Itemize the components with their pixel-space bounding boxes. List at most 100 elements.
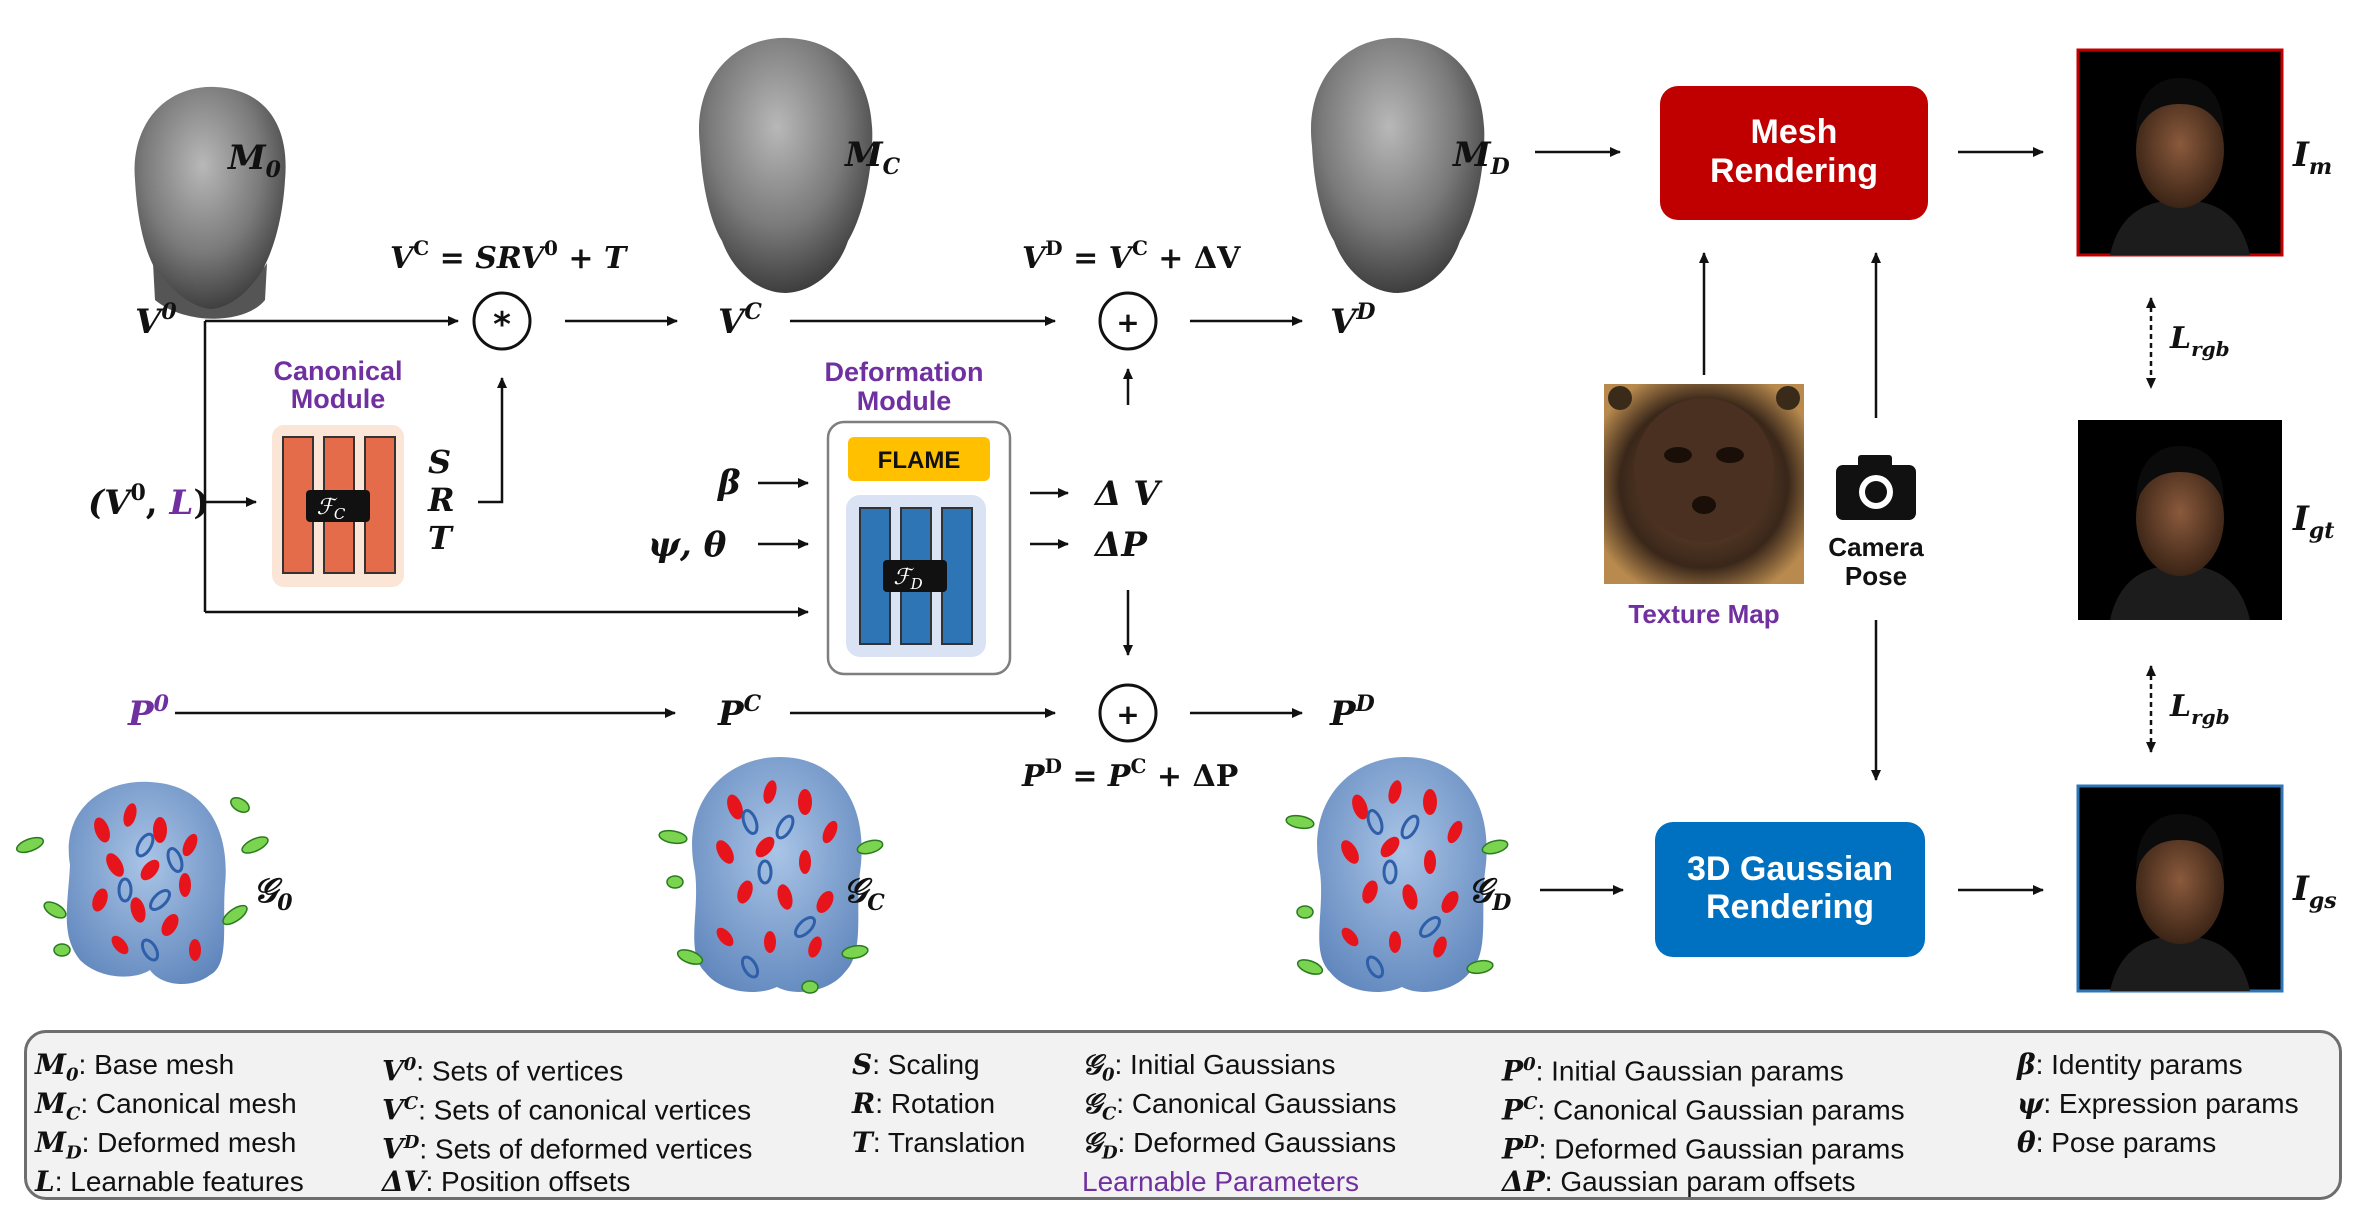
legend-learnable-parameters: Learnable Parameters bbox=[1082, 1166, 1360, 1197]
mesh-rendering-box: Mesh Rendering bbox=[1660, 86, 1928, 220]
legend-item: θ: Pose params bbox=[2017, 1126, 2217, 1159]
svg-text:ℱD: ℱD bbox=[893, 565, 922, 593]
deformation-net-sub: D bbox=[910, 575, 923, 593]
deformation-module-title-1: Deformation bbox=[824, 357, 983, 387]
canonical-module: Canonical Module ℱC bbox=[272, 356, 404, 587]
camera-label-1: Camera bbox=[1828, 532, 1924, 562]
legend-item: ψ: Expression params bbox=[2017, 1087, 2299, 1120]
plus-operator-bottom: + bbox=[1098, 683, 1158, 743]
legend-box: M0: Base mesh MC: Canonical mesh MD: Def… bbox=[24, 1030, 2342, 1200]
legend-col-4: 𝒢0: Initial Gaussians 𝒢C: Canonical Gaus… bbox=[1082, 1045, 1396, 1201]
label-r: R bbox=[427, 481, 455, 519]
deformation-net-label: ℱ bbox=[893, 565, 914, 590]
legend-item: β: Identity params bbox=[2017, 1048, 2243, 1081]
legend-item: PC: Canonical Gaussian params bbox=[1502, 1093, 1905, 1127]
legend-item: 𝒢C: Canonical Gaussians bbox=[1082, 1087, 1397, 1125]
label-pc: PC bbox=[717, 691, 762, 734]
canonical-net-label: ℱ bbox=[317, 495, 338, 520]
deformed-mesh-image bbox=[1311, 37, 1485, 293]
deformation-module: Deformation Module FLAME ℱD bbox=[824, 357, 1012, 676]
legend-col-5: P0: Initial Gaussian params PC: Canonica… bbox=[1502, 1045, 1905, 1201]
label-pd: PD bbox=[1329, 691, 1375, 734]
gaussian-render-portrait bbox=[2076, 784, 2284, 993]
legend-col-6: β: Identity params ψ: Expression params … bbox=[2017, 1045, 2299, 1162]
legend-item: T: Translation bbox=[852, 1126, 1026, 1159]
canonical-net-label-box bbox=[306, 490, 370, 522]
flame-label: FLAME bbox=[878, 447, 961, 474]
legend-item: M0: Base mesh bbox=[35, 1048, 235, 1086]
legend-item: ΔP: Gaussian param offsets bbox=[1502, 1165, 1856, 1198]
gaussian-rendering-line1: 3D Gaussian bbox=[1687, 850, 1893, 888]
legend-item: R: Rotation bbox=[852, 1087, 996, 1120]
deformation-net-label-box bbox=[883, 560, 947, 592]
plus-symbol-top: + bbox=[1116, 306, 1139, 339]
canonical-net-sub: C bbox=[334, 505, 346, 523]
label-igs: Igs bbox=[2292, 869, 2337, 914]
legend-item: ΔV: Position offsets bbox=[382, 1165, 631, 1198]
mesh-render-portrait bbox=[2076, 48, 2284, 257]
equation-canonical: VC = SRV0 + T bbox=[390, 236, 629, 276]
label-vc: VC bbox=[718, 299, 762, 342]
label-vd: VD bbox=[1330, 299, 1375, 342]
legend-item: V0: Sets of vertices bbox=[382, 1054, 624, 1088]
initial-gaussians-image bbox=[15, 781, 269, 985]
svg-text:ℱC: ℱC bbox=[317, 495, 346, 523]
deformation-module-title-2: Module bbox=[857, 386, 952, 416]
label-g0: 𝒢0 bbox=[253, 871, 293, 916]
mesh-rendering-line2: Rendering bbox=[1710, 152, 1878, 190]
legend-col-2: V0: Sets of vertices VC: Sets of canonic… bbox=[382, 1045, 752, 1201]
label-psi-theta: ψ, θ bbox=[648, 525, 727, 565]
legend-item: MD: Deformed mesh bbox=[35, 1126, 297, 1164]
deformed-gaussians-image bbox=[1285, 757, 1509, 992]
legend-item: 𝒢D: Deformed Gaussians bbox=[1082, 1126, 1397, 1164]
ground-truth-portrait bbox=[2078, 420, 2282, 620]
plus-symbol-bottom: + bbox=[1116, 698, 1139, 731]
arrows bbox=[175, 147, 2156, 895]
label-m0: M0 bbox=[227, 138, 282, 183]
legend-item: VD: Sets of deformed vertices bbox=[382, 1132, 753, 1166]
canonical-mesh-image bbox=[699, 37, 873, 293]
plus-operator-top: + bbox=[1098, 291, 1158, 351]
legend-item: P0: Initial Gaussian params bbox=[1502, 1054, 1844, 1088]
equation-deform-v: VD = VC + ΔV bbox=[1022, 236, 1241, 276]
camera-label-2: Pose bbox=[1845, 561, 1907, 591]
multiply-operator: * bbox=[472, 291, 532, 351]
legend-col-3: S: Scaling R: Rotation T: Translation bbox=[852, 1045, 1025, 1162]
legend-item: L: Learnable features bbox=[35, 1165, 304, 1198]
label-im: Im bbox=[2292, 135, 2332, 180]
legend-item: S: Scaling bbox=[852, 1048, 980, 1081]
label-p0: P0 bbox=[127, 691, 170, 734]
label-gc: 𝒢C bbox=[843, 871, 885, 916]
equation-deform-p: PD = PC + ΔP bbox=[1021, 754, 1238, 794]
camera-icon bbox=[1836, 455, 1916, 520]
label-md: MD bbox=[1452, 135, 1510, 180]
base-mesh-image bbox=[134, 86, 286, 319]
flame-box bbox=[848, 437, 990, 481]
texture-map-label: Texture Map bbox=[1628, 599, 1779, 629]
legend-item: VC: Sets of canonical vertices bbox=[382, 1093, 752, 1127]
legend-item: MC: Canonical mesh bbox=[35, 1087, 297, 1125]
multiply-symbol: * bbox=[493, 305, 511, 345]
canonical-module-title-1: Canonical bbox=[273, 356, 402, 386]
legend-item: PD: Deformed Gaussian params bbox=[1502, 1132, 1905, 1166]
label-lrgb-bottom: Lrgb bbox=[2169, 689, 2230, 729]
label-v0-l: (V0, L) bbox=[88, 480, 209, 523]
texture-map-image bbox=[1604, 384, 1804, 584]
label-v0: V0 bbox=[135, 299, 177, 342]
gaussian-rendering-box: 3D Gaussian Rendering bbox=[1655, 822, 1925, 957]
label-t: T bbox=[428, 519, 454, 557]
canonical-module-title-2: Module bbox=[291, 384, 386, 414]
label-gd: 𝒢D bbox=[1468, 871, 1511, 916]
label-delta-p: ΔP bbox=[1093, 525, 1148, 565]
mesh-rendering-line1: Mesh bbox=[1751, 113, 1838, 151]
gaussian-splats bbox=[92, 803, 201, 961]
gaussian-rendering-line2: Rendering bbox=[1706, 888, 1874, 926]
label-lrgb-top: Lrgb bbox=[2169, 321, 2230, 361]
label-s: S bbox=[428, 443, 451, 481]
legend-col-1: M0: Base mesh MC: Canonical mesh MD: Def… bbox=[35, 1045, 304, 1201]
label-mc: MC bbox=[844, 135, 901, 180]
legend-item: 𝒢0: Initial Gaussians bbox=[1082, 1048, 1336, 1086]
label-delta-v: Δ V bbox=[1093, 474, 1163, 514]
label-beta: β bbox=[716, 463, 741, 503]
